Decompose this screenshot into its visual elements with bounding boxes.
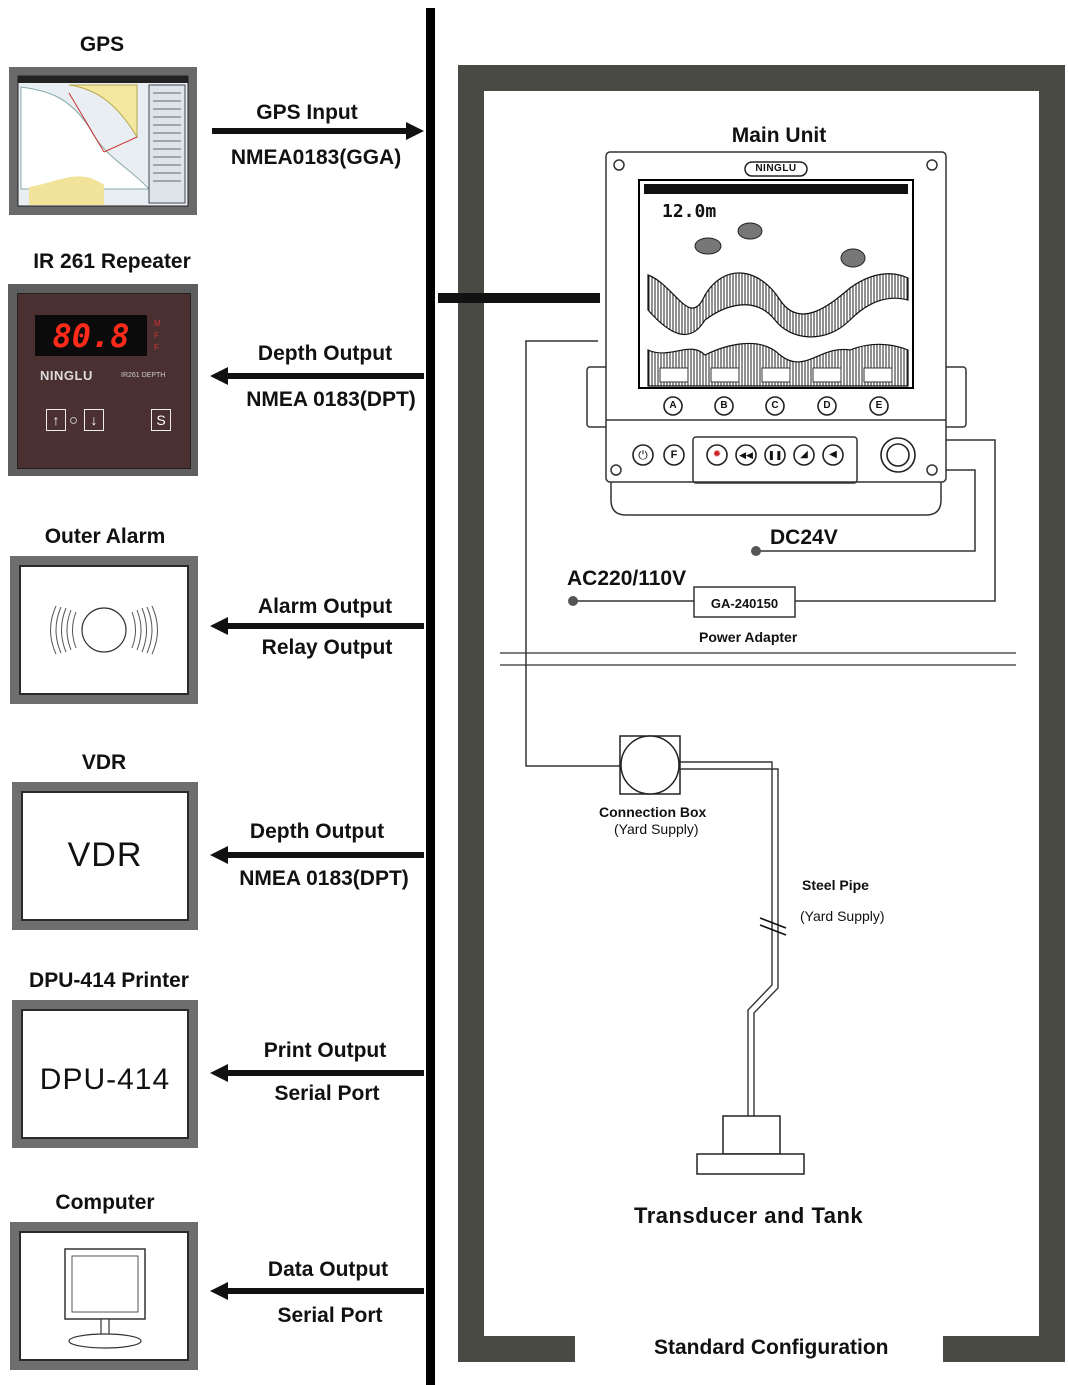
alarm-device [10,556,198,704]
function-button[interactable]: F [670,449,678,461]
echogram [647,222,909,387]
alarm-title: Outer Alarm [44,525,166,548]
gps-title: GPS [79,33,125,56]
printer-title: DPU-414 Printer [29,969,189,992]
repeater-model: IR261 DEPTH [121,372,166,379]
repeater-dimmer-icon [70,417,77,424]
gps-chart-screen [17,75,189,207]
brand-badge [744,161,808,177]
vdr-device: VDR [12,782,198,930]
connection-box [619,735,681,795]
vdr-output-label: Depth Output [249,820,385,843]
soft-key-e[interactable]: E [875,400,883,411]
menu-button-icon[interactable]: ✹ [712,449,722,460]
computer-device [10,1222,198,1370]
arrow-vdr [210,846,424,864]
soft-key-d[interactable]: D [823,400,831,411]
main-unit-link [438,293,600,303]
ac-power-label: AC220/110V [567,567,687,590]
power-wiring [525,340,996,767]
gps-protocol-label: NMEA0183(GGA) [230,146,402,169]
ac-terminal [568,596,578,606]
printer-device: DPU-414 [12,1000,198,1148]
main-unit-brand: NINGLU [755,163,797,174]
soft-key-c[interactable]: C [771,400,779,411]
data-output-label: Data Output [267,1258,389,1281]
repeater-display: 80.8 [35,315,147,356]
connection-box-label: Connection Box [599,804,707,820]
repeater-up-button[interactable]: ↑ [46,409,66,431]
steel-pipe [680,761,779,1116]
connection-box-note: (Yard Supply) [614,821,699,837]
soft-keys [663,396,889,416]
repeater-device: 80.8 M F F NINGLU IR261 DEPTH ↑ ↓ S [8,284,198,476]
arrow-printer [210,1064,424,1082]
main-unit-title: Main Unit [731,124,827,147]
vdr-protocol-label: NMEA 0183(DPT) [239,867,409,890]
rewind-button-icon[interactable]: ◀◀ [739,450,753,460]
alarm-sound-icon [50,605,158,655]
steel-pipe-label: Steel Pipe [802,877,869,893]
gain-button-icon[interactable]: ◢ [800,449,808,460]
vdr-title: VDR [81,751,127,774]
standard-config-frame [458,65,1065,1362]
back-button-icon[interactable]: ◀ [829,449,837,460]
repeater-title: IR 261 Repeater [33,250,191,273]
standard-config-label: Standard Configuration [654,1336,889,1359]
repeater-protocol-label: NMEA 0183(DPT) [246,388,416,411]
computer-port-label: Serial Port [277,1304,383,1327]
main-unit-depth-readout: 12.0m [662,201,717,222]
repeater-brand: NINGLU [40,368,93,383]
alarm-output-label: Alarm Output [257,595,393,618]
dc-power-label: DC24V [770,526,838,549]
computer-title: Computer [55,1191,155,1214]
arrow-alarm [210,617,424,635]
soft-key-b[interactable]: B [720,400,728,411]
gps-plotter [9,67,197,215]
transducer-label: Transducer and Tank [634,1203,864,1228]
steel-pipe-note: (Yard Supply) [800,908,885,924]
monitor-icon [64,1248,146,1349]
soft-key-a[interactable]: A [669,400,677,411]
power-adapter-box [693,586,796,618]
adapter-model: GA-240150 [710,596,779,611]
pipe-break-mark [759,917,787,936]
deck-separator [500,652,1016,666]
repeater-unit-letters: M F F [154,319,161,352]
repeater-output-label: Depth Output [257,342,393,365]
arrow-gps-input [212,122,424,140]
print-output-label: Print Output [263,1039,387,1062]
printer-port-label: Serial Port [274,1082,380,1105]
printer-box-text: DPU-414 [39,1063,171,1096]
repeater-down-button[interactable]: ↓ [84,409,104,431]
transducer-tank [696,1115,805,1175]
repeater-s-button[interactable]: S [151,409,171,431]
gps-input-label: GPS Input [256,101,358,124]
bus-line [426,8,435,1385]
control-buttons [632,437,916,473]
power-button-icon[interactable]: ⏻ [638,448,648,462]
rotary-knob[interactable] [881,438,915,472]
repeater-depth-value: 80.8 [52,317,130,355]
vdr-box-text: VDR [67,836,143,874]
arrow-repeater [210,367,424,385]
relay-output-label: Relay Output [261,636,393,659]
repeater-panel: 80.8 M F F NINGLU IR261 DEPTH ↑ ↓ S [17,293,191,469]
dc-terminal [751,546,761,556]
power-adapter-label: Power Adapter [699,629,798,645]
arrow-computer [210,1282,424,1300]
pause-button-icon[interactable]: ❚❚ [767,450,783,460]
